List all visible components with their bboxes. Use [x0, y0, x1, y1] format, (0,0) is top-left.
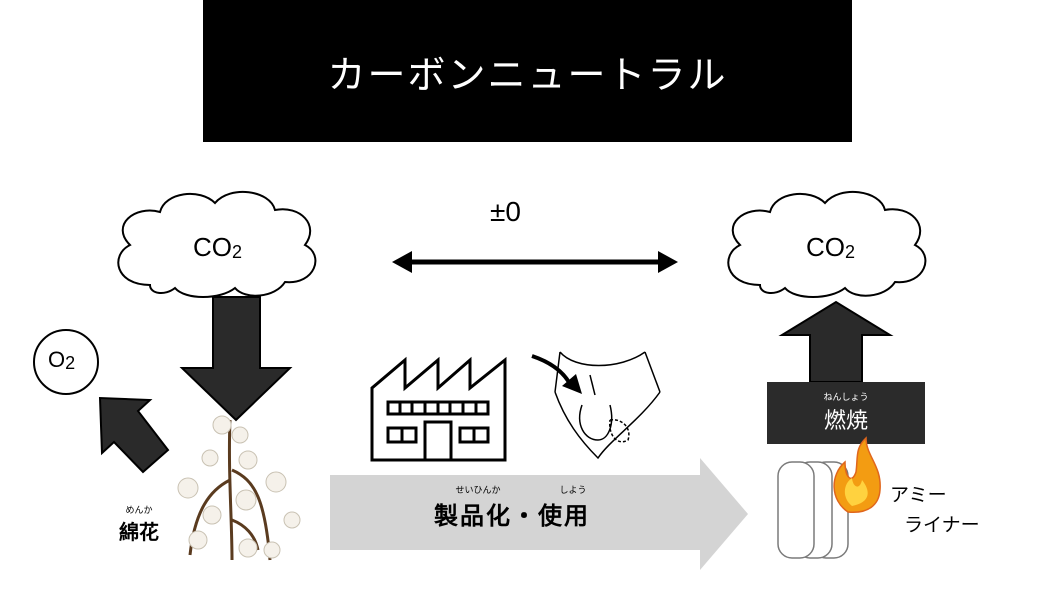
- left-co2-label: CO2: [193, 232, 242, 263]
- cotton-reading: めんか: [125, 506, 153, 516]
- emit-up-arrow: [778, 300, 894, 383]
- cotton-label-group: めんか 綿花: [112, 503, 166, 545]
- combustion-reading: ねんしょう: [823, 393, 869, 403]
- product-label-group: アミー ライナー: [884, 480, 980, 540]
- product-label-line2: ライナー: [904, 514, 980, 536]
- absorb-down-arrow: [179, 296, 293, 422]
- oxygen-label: O2: [48, 347, 75, 373]
- process-reading-2: しよう: [559, 486, 587, 496]
- process-arrow: [330, 458, 748, 570]
- right-co2-label: CO2: [806, 232, 855, 263]
- cotton-plant-icon: [177, 415, 301, 561]
- balance-double-arrow: [392, 251, 678, 273]
- title-banner: カーボンニュートラル: [203, 0, 852, 142]
- underwear-illustration-icon: [554, 351, 661, 460]
- combustion-label-group: ねんしょう 燃焼: [767, 390, 925, 435]
- left-co2-sub: 2: [232, 242, 243, 262]
- product-label-line1: アミー: [890, 484, 947, 506]
- oxygen-sub: 2: [65, 353, 76, 373]
- cotton-label: 綿花: [119, 520, 159, 544]
- release-o2-arrow: [98, 396, 170, 474]
- balance-label: ±0: [490, 196, 521, 227]
- oxygen-circle: [33, 329, 99, 395]
- combustion-label: 燃焼: [823, 409, 868, 434]
- page-title: カーボンニュートラル: [327, 52, 728, 97]
- factory-icon: [370, 356, 507, 462]
- right-co2-chem: CO: [806, 232, 845, 262]
- right-cloud-icon: [727, 190, 927, 298]
- liner-pads-icon: [777, 461, 849, 559]
- flame-icon: [833, 436, 881, 513]
- process-label: 製品化・使用: [434, 502, 590, 530]
- right-co2-sub: 2: [845, 242, 856, 262]
- oxygen-chem: O: [48, 347, 66, 372]
- left-co2-chem: CO: [193, 232, 232, 262]
- combustion-box: [767, 382, 925, 444]
- process-reading-1: せいひんか: [455, 486, 501, 496]
